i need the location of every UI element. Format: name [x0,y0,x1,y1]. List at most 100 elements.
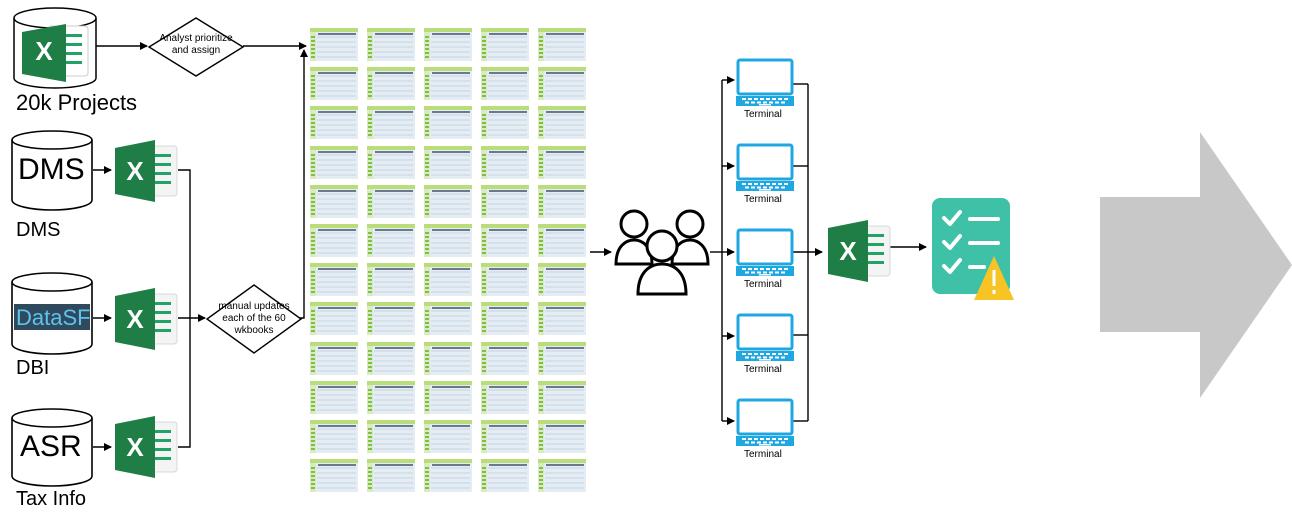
computer-terminal-icon [736,398,794,446]
terminal-label: Terminal [744,194,782,205]
workbook-thumbnail [538,106,586,140]
workbook-thumbnail [481,224,529,257]
dms-label: DMS [16,219,61,241]
workbook-thumbnail [424,459,472,493]
workbook-thumbnail [481,341,529,375]
terminal-label: Terminal [744,279,782,290]
workbook-thumbnail [367,67,415,101]
users-group-icon [614,209,710,296]
svg-text:X: X [126,432,144,462]
workbook-thumbnail [310,302,358,336]
output-excel-icon: X [828,220,891,282]
dms-excel-icon: X [115,140,178,202]
dms-cylinder-text: DMS [18,153,85,186]
workbook-thumbnail [481,184,529,218]
terminal-node: Terminal [734,313,796,377]
workbook-thumbnail [538,28,586,61]
svg-text:X: X [126,304,144,334]
terminal-node: Terminal [734,228,796,292]
workbook-thumbnail [424,380,472,414]
workbook-thumbnail [310,420,358,453]
terminal-node: Terminal [734,58,796,122]
workbook-thumbnail [538,302,586,336]
asr-excel-icon: X [115,416,178,478]
workbook-thumbnail [367,380,415,414]
workbook-thumbnail [481,302,529,336]
terminal-node: Terminal [734,398,796,462]
workbook-thumbnail [538,145,586,179]
workbook-thumbnail [310,106,358,140]
tax-info-label: Tax Info [16,488,87,510]
workbook-thumbnail [481,106,529,140]
workbook-thumbnail [424,184,472,218]
terminal-label: Terminal [744,364,782,375]
workbook-thumbnail [367,263,415,297]
workbook-thumbnail [538,341,586,375]
dbi-label: DBI [16,357,50,379]
terminal-label: Terminal [744,449,782,460]
workbook-thumbnail [310,184,358,218]
workbook-thumbnail [538,420,586,453]
dbi-database-cylinder-icon [11,272,93,355]
svg-text:X: X [126,156,144,186]
workbook-thumbnail [367,224,415,257]
workbook-thumbnail [481,263,529,297]
terminal-node: Terminal [734,143,796,207]
projects-database-icon: X [13,7,97,89]
workbook-thumbnail [481,380,529,414]
workbook-thumbnail [310,263,358,297]
right-arrow-icon [1100,132,1292,398]
workbook-thumbnail [424,224,472,257]
asr-database-cylinder-icon [11,408,93,487]
workbook-thumbnail [310,67,358,101]
workbook-thumbnail [481,67,529,101]
workbook-thumbnail [481,28,529,61]
workbook-grid [310,28,590,498]
workbook-thumbnail [310,380,358,414]
prioritize-decision-diamond [147,17,245,77]
computer-terminal-icon [736,228,794,276]
computer-terminal-icon [736,143,794,191]
workbook-thumbnail [424,67,472,101]
svg-text:X: X [35,36,53,66]
workbook-thumbnail [367,28,415,61]
asr-cylinder-text: ASR [20,430,82,463]
dms-database-cylinder-icon [11,130,93,211]
workbook-thumbnail [367,341,415,375]
workbook-thumbnail [538,224,586,257]
workbook-thumbnail [424,302,472,336]
workbook-thumbnail [310,145,358,179]
workbook-thumbnail [367,459,415,493]
workbook-thumbnail [481,145,529,179]
workbook-thumbnail [367,302,415,336]
computer-terminal-icon [736,58,794,106]
workbook-thumbnail [367,106,415,140]
workbook-thumbnail [424,263,472,297]
workbook-thumbnail [367,420,415,453]
workbook-thumbnail [424,106,472,140]
datasf-logo: DataSF [16,305,91,330]
workbook-thumbnail [538,184,586,218]
dbi-excel-icon: X [115,288,178,350]
workbook-thumbnail [424,420,472,453]
workbook-thumbnail [310,28,358,61]
workbook-thumbnail [481,420,529,453]
workbook-thumbnail [367,145,415,179]
svg-text:X: X [839,236,857,266]
workbook-thumbnail [310,224,358,257]
workbook-thumbnail [367,184,415,218]
checklist-warning-icon [932,198,1014,300]
workbook-thumbnail [538,459,586,493]
workbook-thumbnail [424,145,472,179]
workbook-thumbnail [538,380,586,414]
workbook-thumbnail [481,459,529,493]
manual-updates-decision-diamond [205,284,303,354]
workbook-thumbnail [424,28,472,61]
computer-terminal-icon [736,313,794,361]
workbook-thumbnail [538,67,586,101]
